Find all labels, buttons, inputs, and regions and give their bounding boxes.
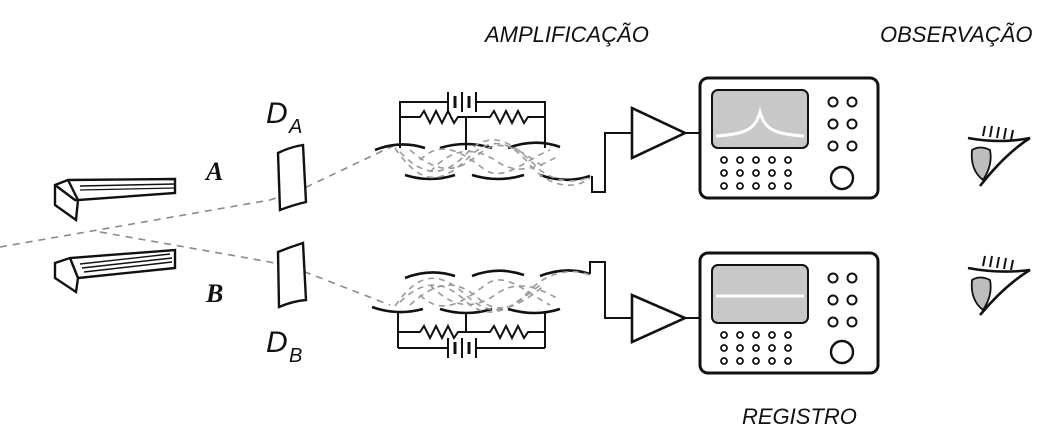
amplifier-circuit-b bbox=[371, 261, 632, 358]
eye-a-icon bbox=[967, 125, 1031, 187]
label-registration: REGISTRO bbox=[742, 404, 857, 429]
amplifier-circuit-a bbox=[374, 92, 632, 193]
detector-a-subscript: A bbox=[288, 116, 302, 138]
detector-b-icon bbox=[276, 241, 308, 309]
source-a-icon bbox=[53, 177, 177, 223]
label-observation: OBSERVAÇÃO bbox=[880, 22, 1032, 47]
detector-a-label: D bbox=[266, 97, 288, 130]
detector-b-label: D bbox=[266, 326, 288, 359]
beam-b-label: B bbox=[205, 279, 223, 308]
oscilloscope-a-icon bbox=[698, 76, 880, 200]
beam-a-label: A bbox=[204, 157, 223, 186]
detector-a-icon bbox=[276, 143, 308, 212]
source-b-icon bbox=[53, 248, 177, 295]
detector-b-subscript: B bbox=[289, 345, 302, 367]
amplifier-a-icon bbox=[630, 105, 700, 161]
oscilloscope-b-icon bbox=[698, 251, 880, 375]
eye-b-icon bbox=[967, 255, 1031, 316]
label-amplification: AMPLIFICAÇÃO bbox=[483, 22, 649, 47]
amplifier-b-icon bbox=[630, 293, 700, 345]
